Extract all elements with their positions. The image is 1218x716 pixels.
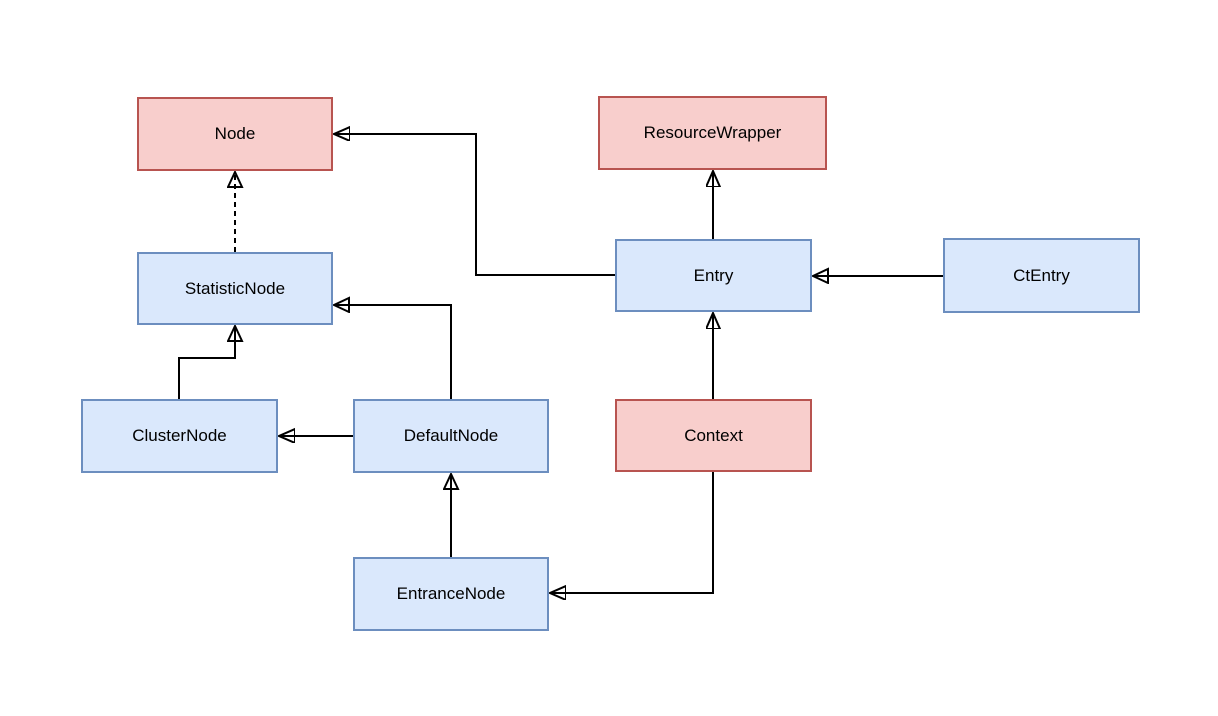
class-box-entry: Entry [615, 239, 812, 312]
class-box-resourcewrapper: ResourceWrapper [598, 96, 827, 170]
edge-entry-to-node [334, 134, 615, 276]
edge-defaultnode-to-statisticnode [334, 305, 452, 399]
class-box-clusternode: ClusterNode [81, 399, 278, 473]
edge-clusternode-to-statisticnode [178, 326, 235, 399]
class-box-statisticnode: StatisticNode [137, 252, 333, 325]
class-box-ctentry: CtEntry [943, 238, 1140, 313]
class-box-entrancenode: EntranceNode [353, 557, 549, 631]
class-box-node: Node [137, 97, 333, 171]
edge-context-to-entrancenode [550, 472, 714, 593]
class-box-context: Context [615, 399, 812, 472]
class-box-defaultnode: DefaultNode [353, 399, 549, 473]
